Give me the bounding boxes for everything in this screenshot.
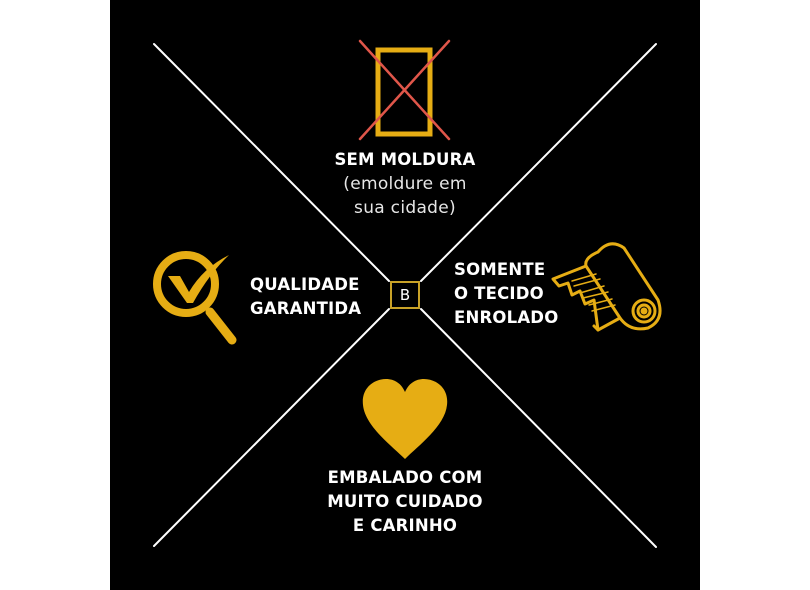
no-frame-title: SEM MOLDURA — [334, 150, 476, 169]
quality-line1: QUALIDADE — [250, 275, 360, 294]
feature-quality: QUALIDADE GARANTIDA — [250, 273, 361, 321]
brand-badge: B — [390, 281, 420, 309]
feature-no-frame: SEM MOLDURA (emoldure em sua cidade) — [334, 148, 475, 220]
fabric-roll-icon — [551, 242, 662, 332]
packaged-line1: EMBALADO COM — [327, 468, 483, 487]
no-frame-subtitle-line2: sua cidade) — [354, 198, 456, 218]
brand-letter: B — [399, 286, 411, 304]
heart-icon — [362, 379, 448, 459]
feature-rolled-fabric: SOMENTE O TECIDO ENROLADO — [454, 258, 558, 330]
packaged-line2: MUITO CUIDADO — [327, 492, 483, 511]
diagonal-divider-lines — [153, 43, 657, 548]
quality-magnifier-check-icon — [153, 251, 237, 345]
feature-packaged: EMBALADO COM MUITO CUIDADO E CARINHO — [327, 466, 482, 538]
no-frame-subtitle-line1: (emoldure em — [343, 174, 467, 194]
rolled-line3: ENROLADO — [454, 308, 559, 327]
rolled-line1: SOMENTE — [454, 260, 546, 279]
rolled-line2: O TECIDO — [454, 284, 544, 303]
packaged-line3: E CARINHO — [352, 516, 458, 535]
no-frame-icon — [358, 39, 451, 141]
quality-line2: GARANTIDA — [250, 299, 362, 318]
